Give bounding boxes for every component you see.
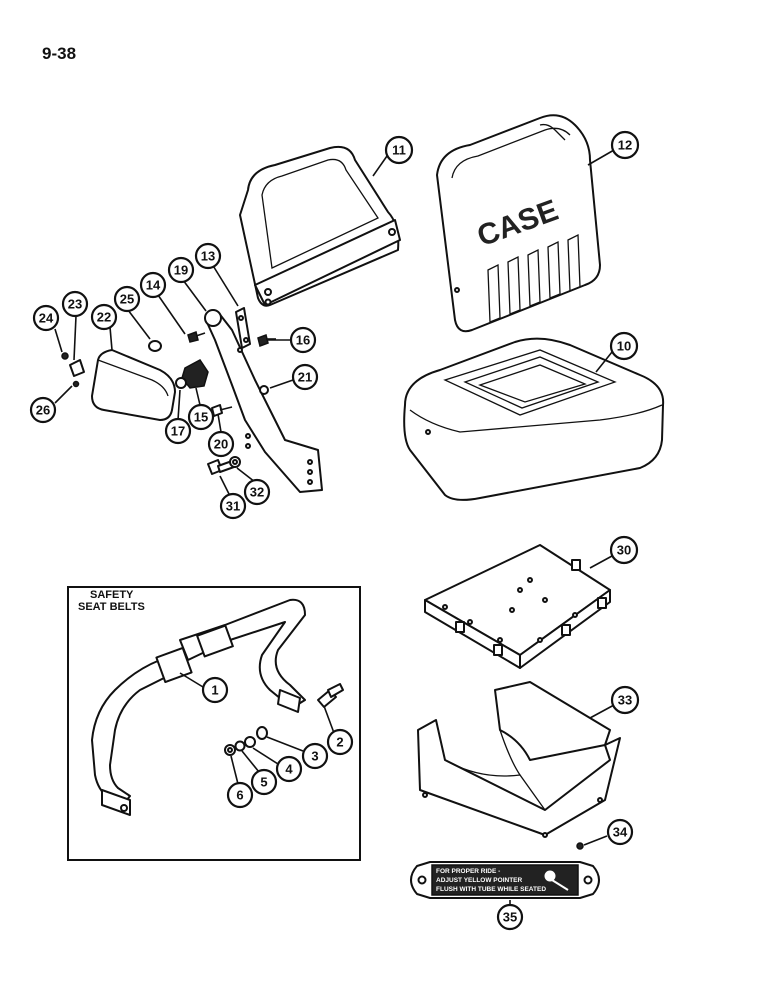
- callout-25: 25: [113, 285, 141, 313]
- svg-text:35: 35: [503, 910, 517, 925]
- callout-30: 30: [609, 535, 639, 565]
- suspension-base-plate: [424, 544, 611, 669]
- svg-text:13: 13: [201, 249, 215, 264]
- svg-text:15: 15: [194, 410, 208, 425]
- svg-text:14: 14: [146, 278, 161, 293]
- svg-text:10: 10: [617, 339, 631, 354]
- washer-25: [148, 340, 162, 352]
- svg-text:3: 3: [311, 749, 318, 764]
- bushing: [175, 377, 187, 389]
- svg-text:31: 31: [226, 499, 240, 514]
- armrest-plate: [69, 359, 85, 377]
- svg-text:12: 12: [618, 138, 632, 153]
- svg-text:4: 4: [285, 762, 293, 777]
- svg-text:33: 33: [618, 693, 632, 708]
- belt-spacer-3: [256, 726, 268, 740]
- nut-32: [229, 456, 241, 468]
- screw-26: [72, 380, 80, 388]
- callout-15: 15: [187, 403, 215, 431]
- link-plate: [235, 307, 251, 349]
- callout-22: 22: [90, 303, 118, 331]
- callout-10: 10: [609, 331, 639, 361]
- svg-text:19: 19: [174, 263, 188, 278]
- svg-text:30: 30: [617, 543, 631, 558]
- bolt-16: [257, 334, 276, 347]
- seat-belt: [91, 598, 306, 816]
- svg-text:17: 17: [171, 424, 185, 439]
- seat-back-frame: [239, 145, 401, 307]
- callout-20: 20: [207, 430, 235, 458]
- callout-14: 14: [139, 271, 167, 299]
- svg-text:2: 2: [336, 735, 343, 750]
- callout-32: 32: [243, 478, 271, 506]
- callout-13: 13: [194, 242, 222, 270]
- callout-4: 4: [275, 755, 303, 783]
- callout-21: 21: [291, 363, 319, 391]
- svg-text:5: 5: [260, 775, 267, 790]
- callout-33: 33: [610, 685, 640, 715]
- svg-text:26: 26: [36, 403, 50, 418]
- inset-title-line1: SAFETY: [90, 589, 134, 601]
- ride-adjust-decal: FOR PROPER RIDE - ADJUST YELLOW POINTER …: [410, 861, 600, 899]
- belt-lockwasher-5: [234, 740, 246, 752]
- callout-35: 35: [496, 903, 524, 931]
- callout-23: 23: [61, 290, 89, 318]
- seat-back-cushion: CASE: [436, 114, 601, 333]
- callout-12: 12: [610, 130, 640, 160]
- seat-mounting-bracket: [204, 309, 323, 493]
- svg-text:20: 20: [214, 437, 228, 452]
- page-number: 9-38: [42, 44, 77, 63]
- callout-24: 24: [32, 304, 60, 332]
- callout-1: 1: [201, 676, 229, 704]
- callout-26: 26: [29, 396, 57, 424]
- callout-6: 6: [226, 781, 254, 809]
- svg-text:24: 24: [39, 311, 54, 326]
- callout-16: 16: [289, 326, 317, 354]
- belt-washer-4: [244, 736, 256, 748]
- svg-text:22: 22: [97, 310, 111, 325]
- screw-34: [576, 842, 584, 850]
- svg-text:23: 23: [68, 297, 82, 312]
- svg-text:32: 32: [250, 485, 264, 500]
- decal-line-3: FLUSH WITH TUBE WHILE SEATED: [436, 886, 546, 893]
- suspension-boot: [417, 681, 621, 838]
- callout-19: 19: [167, 256, 195, 284]
- bolt-14: [187, 331, 206, 343]
- belt-nut-6: [224, 744, 236, 756]
- inset-title-line2: SEAT BELTS: [78, 601, 145, 613]
- callout-2: 2: [326, 728, 354, 756]
- svg-text:1: 1: [211, 683, 218, 698]
- belt-bolt-2: [317, 683, 344, 708]
- svg-text:21: 21: [298, 370, 312, 385]
- svg-text:16: 16: [296, 333, 310, 348]
- leader-lines: [54, 149, 615, 906]
- callout-31: 31: [219, 492, 247, 520]
- washer-21: [259, 385, 269, 395]
- callout-34: 34: [606, 818, 634, 846]
- svg-text:6: 6: [236, 788, 243, 803]
- svg-text:11: 11: [392, 143, 406, 158]
- decal-line-2: ADJUST YELLOW POINTER: [436, 877, 522, 884]
- decal-line-1: FOR PROPER RIDE -: [436, 868, 500, 875]
- svg-text:25: 25: [120, 292, 134, 307]
- callout-5: 5: [250, 768, 278, 796]
- callout-17: 17: [164, 417, 192, 445]
- svg-text:34: 34: [613, 825, 628, 840]
- callout-3: 3: [301, 742, 329, 770]
- armrest: [91, 349, 176, 421]
- bolt-20: [211, 404, 233, 417]
- callout-11: 11: [384, 135, 414, 165]
- seat-cushion: [403, 337, 665, 501]
- screw-24: [61, 352, 69, 360]
